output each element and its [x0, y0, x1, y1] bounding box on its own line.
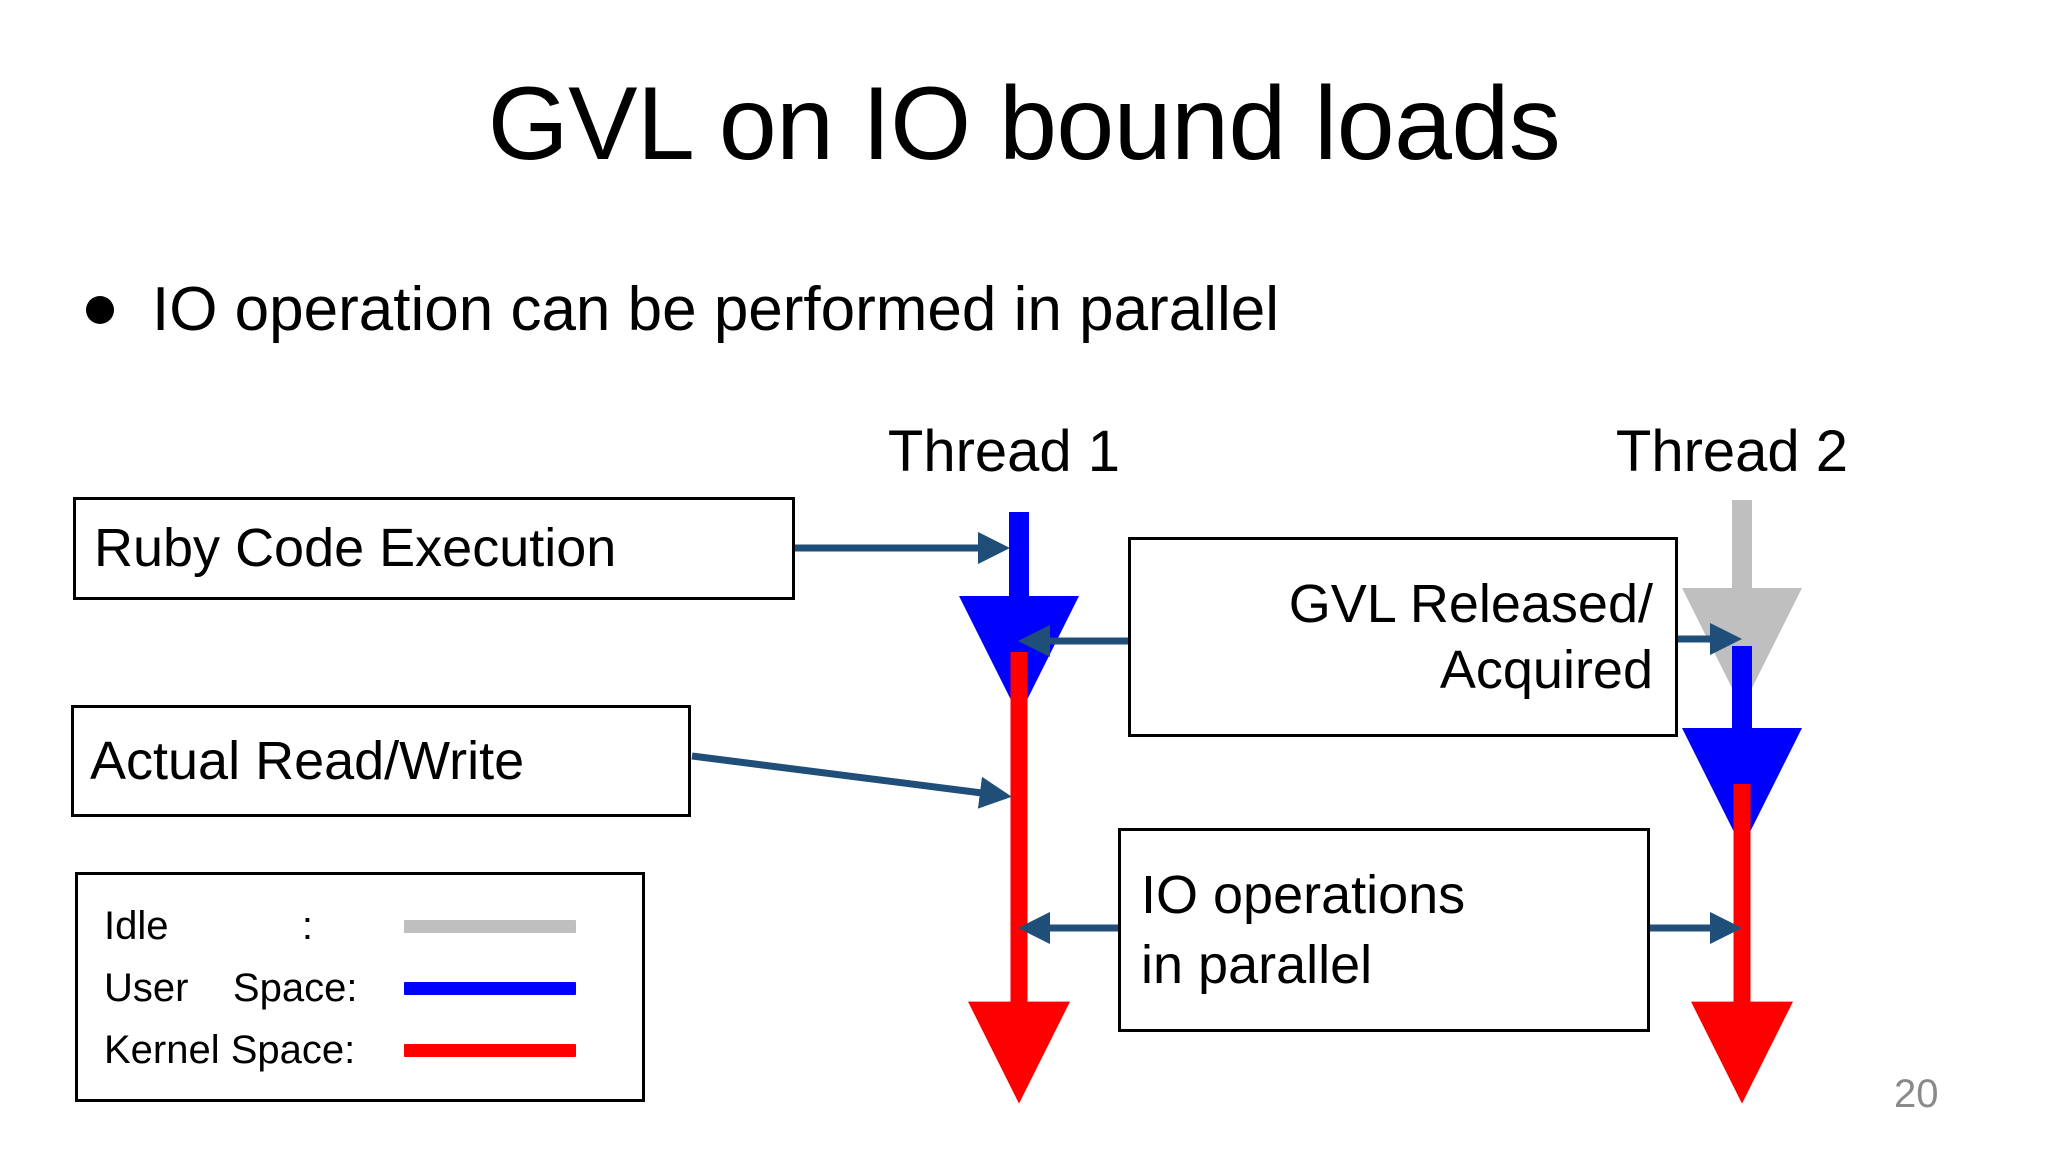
page-number: 20 — [1894, 1072, 1939, 1116]
legend-row-kernel-space: Kernel Space: — [104, 1021, 620, 1079]
legend-panel: Idle : User Space: Kernel Space: — [75, 872, 645, 1102]
legend-label-idle: Idle : — [104, 903, 313, 948]
idle-swatch-icon — [404, 919, 576, 933]
callout-label-ruby-code-execution: Ruby Code Execution — [94, 518, 617, 579]
legend-label-user-space: User Space: — [104, 965, 358, 1010]
kernel-space-swatch-icon — [404, 1043, 576, 1057]
page-title: GVL on IO bound loads — [487, 66, 1561, 182]
callout-box-actual-read-write: Actual Read/Write — [71, 705, 691, 817]
bullet-dot-icon — [86, 296, 114, 325]
callout-label-gvl-line-1: GVL Released/ — [1288, 573, 1653, 634]
callout-label-gvl-line-2: Acquired — [1439, 640, 1653, 700]
thread-2-header: Thread 2 — [1615, 419, 1849, 484]
legend-row-user-space: User Space: — [104, 959, 620, 1017]
callout-label-actual-read-write: Actual Read/Write — [90, 730, 525, 791]
callout-label-io-line-1: IO operations — [1141, 864, 1466, 925]
user-space-swatch-icon — [404, 981, 576, 995]
callout-box-gvl-released-acquired: GVL Released/ Acquired — [1128, 537, 1678, 737]
thread-1-header: Thread 1 — [887, 419, 1121, 484]
connector-actual-read-write-to-thread-1 — [691, 752, 1012, 809]
legend-label-kernel-space: Kernel Space: — [104, 1027, 356, 1072]
callout-box-io-operations-parallel: IO operations in parallel — [1118, 828, 1650, 1032]
bullet-list-item: IO operation can be performed in paralle… — [86, 275, 1279, 344]
callout-box-ruby-code-execution: Ruby Code Execution — [73, 497, 795, 600]
legend-row-idle: Idle : — [104, 897, 620, 955]
bullet-item-label: IO operation can be performed in paralle… — [152, 275, 1279, 344]
callout-label-io-line-2: in parallel — [1141, 935, 1373, 995]
